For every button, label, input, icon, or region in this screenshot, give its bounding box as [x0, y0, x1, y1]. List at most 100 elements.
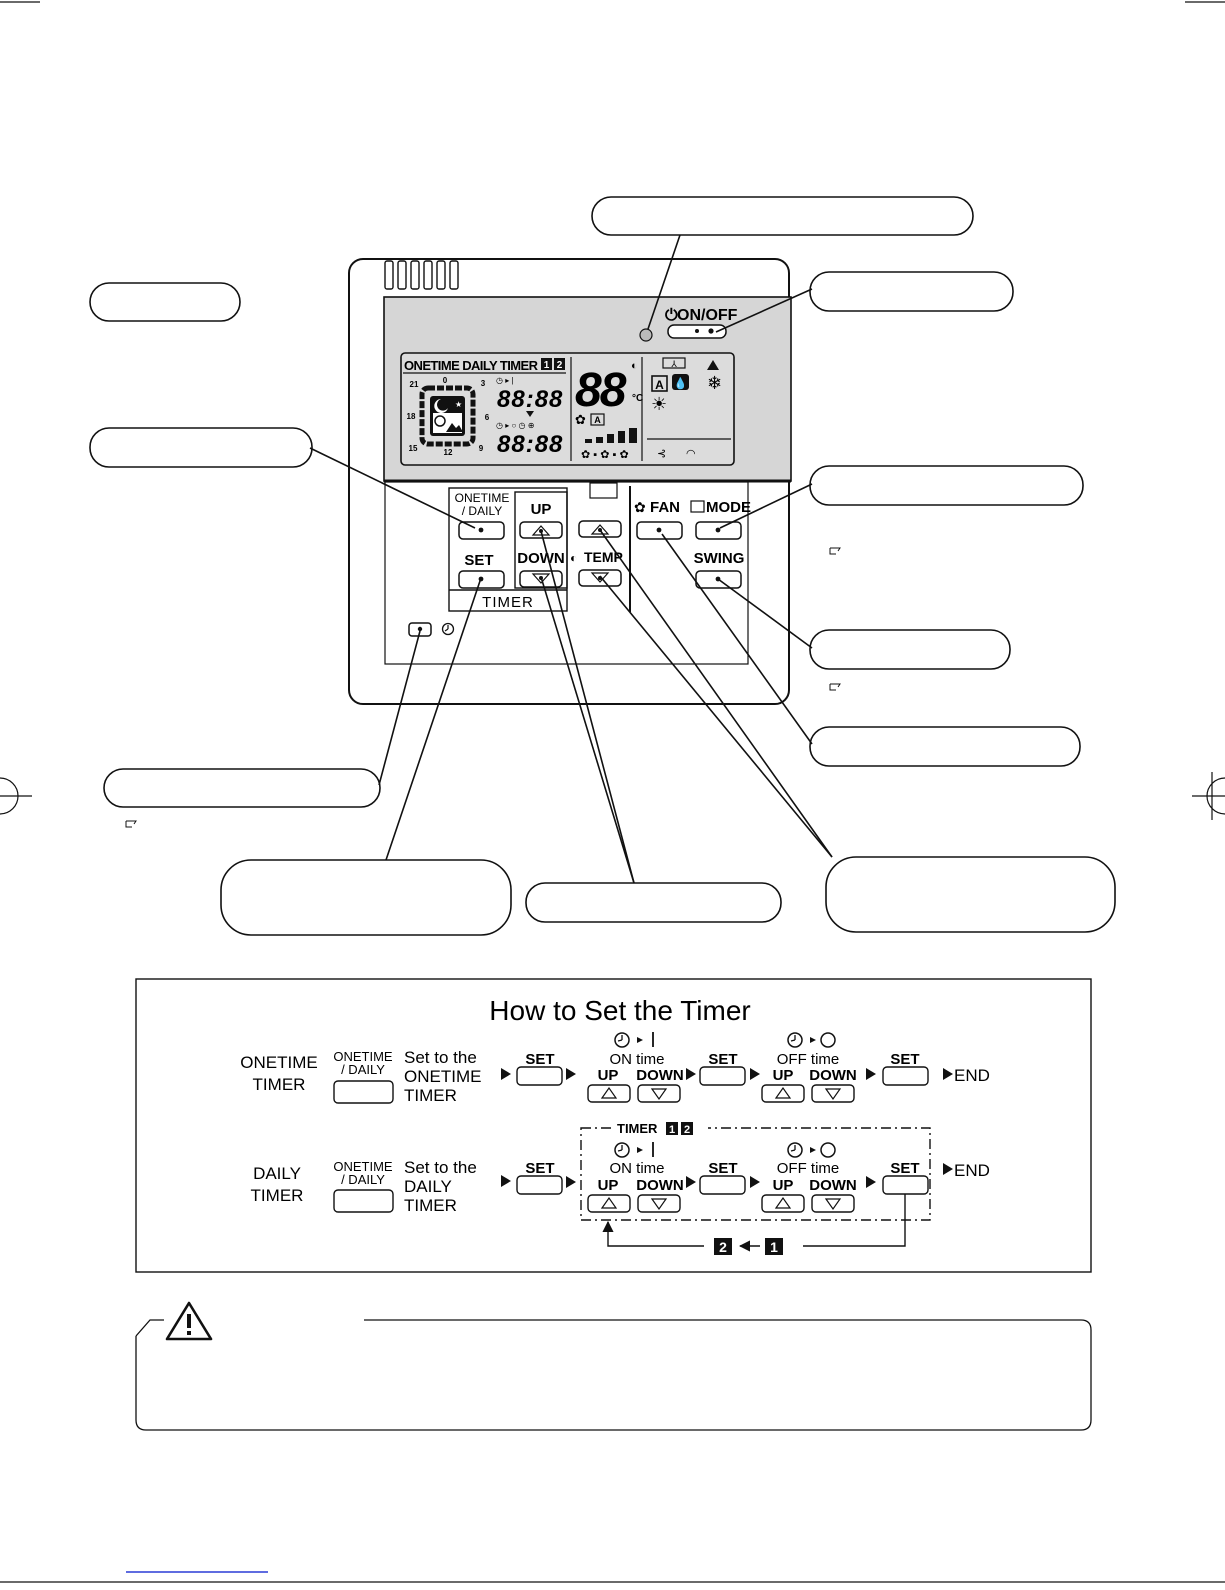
svg-text:SET: SET: [890, 1051, 919, 1068]
onetime-daily-label-1: ONETIME: [455, 491, 510, 505]
lcd-thermometer-icon: ◐: [631, 360, 638, 372]
lcd-clock-dial: 0 3 6 9 12 15 18 21 ★: [407, 376, 490, 457]
svg-text:21: 21: [410, 380, 419, 389]
lcd-mode-icons: ⅄ A 💧 ❄ ☀ ⊰ ◠: [647, 357, 731, 460]
lcd-fan-speed-bars: [585, 428, 637, 443]
timer-instructions-panel: How to Set the Timer ONETIME TIMER ONETI…: [135, 978, 1092, 1273]
mode-label: MODE: [706, 499, 751, 516]
thermometer-icon: ◐: [570, 551, 577, 565]
svg-text:DOWN: DOWN: [809, 1067, 857, 1084]
callout-mode: [809, 465, 1084, 506]
clock-icon: [614, 1142, 630, 1158]
svg-text:UP: UP: [773, 1067, 794, 1084]
svg-text:⅄: ⅄: [670, 359, 677, 369]
svg-text:A: A: [594, 415, 601, 425]
callout-set: [220, 859, 512, 936]
lcd-off-timer-icon: ◷ ▸ ○ ◷ ⊕: [496, 421, 534, 430]
temp-label: ◐ TEMP: [570, 549, 623, 565]
lcd-badge-2: 2: [557, 360, 563, 371]
timer-panel-title: How to Set the Timer: [489, 995, 750, 1026]
callout-temp: [825, 856, 1116, 933]
clock-icon: [787, 1032, 803, 1048]
svg-text:OFF time: OFF time: [777, 1160, 840, 1177]
svg-text:DOWN: DOWN: [636, 1067, 684, 1084]
svg-text:DAILY: DAILY: [404, 1177, 452, 1196]
callout-top-left: [89, 282, 241, 322]
temp-down-button[interactable]: [578, 569, 622, 587]
svg-text:15: 15: [409, 444, 418, 453]
lcd-on-time: 88:88: [497, 386, 563, 413]
lcd-louver-icon: ◠: [686, 448, 696, 460]
svg-text:UP: UP: [773, 1177, 794, 1194]
mode-button[interactable]: MODE: [690, 499, 751, 540]
callouts: [89, 196, 1116, 936]
svg-text:DAILY: DAILY: [253, 1164, 301, 1183]
svg-text:0: 0: [443, 376, 448, 385]
svg-text:2: 2: [684, 1124, 690, 1136]
svg-text:★: ★: [455, 400, 462, 409]
svg-text:/ DAILY: / DAILY: [341, 1062, 385, 1077]
svg-text:SET: SET: [525, 1160, 554, 1177]
lcd-off-time: 88:88: [497, 431, 563, 458]
onoff-button[interactable]: ⏻ ON/OFF: [665, 307, 738, 339]
clock-icon: [614, 1032, 630, 1048]
callout-up-down: [525, 882, 782, 923]
svg-text:12: 12: [444, 448, 453, 457]
up-label: UP: [531, 501, 552, 518]
swing-label: SWING: [694, 550, 745, 567]
callout-operation-lamp: [591, 196, 974, 236]
lcd-fan-speed-icons: ✿ ▪ ✿ ▪ ✿: [581, 449, 629, 461]
mode-icon: [690, 500, 705, 513]
svg-text:TIMER: TIMER: [251, 1186, 304, 1205]
clock-adjust-button[interactable]: [408, 622, 455, 637]
svg-text:ON time: ON time: [609, 1160, 664, 1177]
svg-text:/ DAILY: / DAILY: [341, 1172, 385, 1187]
svg-text:ONETIME: ONETIME: [333, 1159, 393, 1174]
svg-text:END: END: [954, 1066, 990, 1085]
remote-control: ⏻ ON/OFF ONETIME DAILY TIMER 1 2 0 3 6 9…: [348, 258, 792, 705]
callout-swing: [809, 629, 1011, 670]
lcd-heat-icon: ☀: [651, 394, 667, 414]
timer-group-label: TIMER: [482, 594, 534, 611]
lcd-fan-icon: ✿: [575, 412, 586, 427]
onoff-label: ON/OFF: [677, 307, 738, 324]
callout-onoff: [809, 271, 1014, 312]
callout-onetime-daily: [89, 427, 313, 468]
onetime-row: ONETIME TIMER ONETIME / DAILY Set to the…: [240, 1032, 990, 1105]
sensor-vents: [384, 260, 459, 290]
temp-up-button[interactable]: [578, 520, 622, 538]
svg-text:UP: UP: [598, 1177, 619, 1194]
onetime-daily-button[interactable]: ONETIME / DAILY: [448, 487, 568, 612]
svg-text:9: 9: [479, 444, 484, 453]
svg-text:Set to the: Set to the: [404, 1048, 477, 1067]
svg-text:TIMER: TIMER: [404, 1086, 457, 1105]
fan-button[interactable]: ✿ FAN: [634, 499, 683, 540]
callout-clock: [103, 768, 381, 808]
svg-text:OFF time: OFF time: [777, 1051, 840, 1068]
lcd-cool-icon: ❄: [707, 373, 722, 393]
power-icon: ⏻: [665, 307, 678, 324]
daily-timer-group-label: TIMER: [617, 1121, 658, 1136]
svg-text:SET: SET: [708, 1051, 737, 1068]
clock-icon: [787, 1142, 803, 1158]
svg-text:Set to the: Set to the: [404, 1158, 477, 1177]
timer-up-button[interactable]: UP: [519, 501, 563, 539]
svg-text:TIMER: TIMER: [253, 1075, 306, 1094]
lcd-display: ONETIME DAILY TIMER 1 2 0 3 6 9 12 15 18…: [400, 352, 735, 466]
caution-box: [135, 1301, 1092, 1431]
onetime-daily-label-2: / DAILY: [462, 504, 502, 518]
down-label: DOWN: [517, 550, 565, 567]
svg-text:ONETIME: ONETIME: [333, 1049, 393, 1064]
svg-text:SET: SET: [890, 1160, 919, 1177]
svg-text:ONETIME: ONETIME: [404, 1067, 481, 1086]
svg-text:ON time: ON time: [609, 1051, 664, 1068]
svg-text:DOWN: DOWN: [636, 1177, 684, 1194]
svg-text:TIMER: TIMER: [404, 1196, 457, 1215]
daily-row: DAILY TIMER ONETIME / DAILY Set to the D…: [251, 1120, 990, 1255]
callout-fan: [809, 726, 1081, 767]
svg-text:💧: 💧: [674, 377, 688, 390]
svg-text:3: 3: [481, 379, 486, 388]
